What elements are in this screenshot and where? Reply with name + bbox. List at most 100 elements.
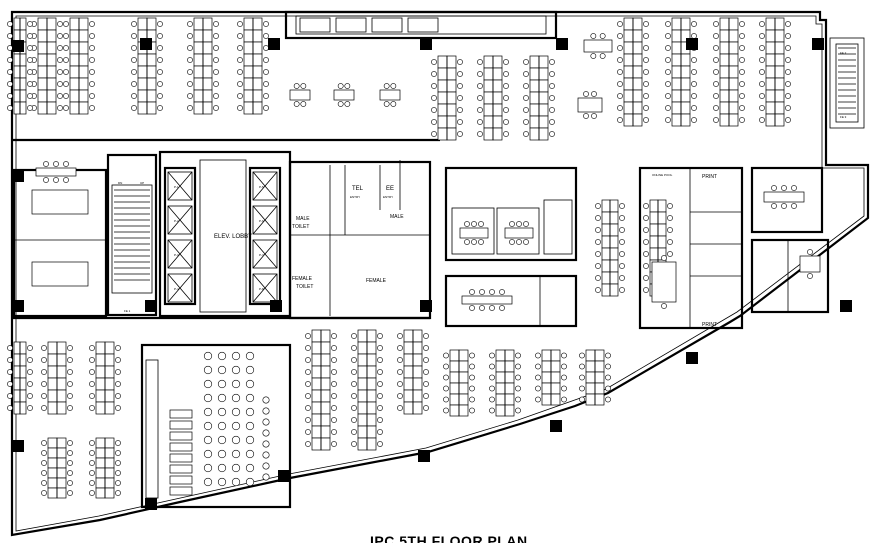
- workstation-desk: [483, 103, 494, 117]
- chair: [617, 57, 623, 63]
- chair: [115, 460, 121, 466]
- workstation-desk: [529, 67, 540, 81]
- chair: [397, 369, 403, 375]
- workstation-desk: [446, 79, 457, 93]
- workstation-desk: [56, 365, 67, 379]
- column: [686, 352, 698, 364]
- training-seat: [217, 435, 227, 445]
- workstation-desk: [320, 341, 331, 355]
- chair: [41, 393, 47, 399]
- chair: [89, 393, 95, 399]
- chair: [7, 405, 13, 411]
- workstation-desk: [56, 377, 67, 391]
- workstation-desk: [623, 53, 634, 67]
- workstation-desk: [19, 377, 27, 391]
- chair: [41, 490, 47, 496]
- chair: [305, 417, 311, 423]
- chair: [643, 263, 649, 269]
- chair: [67, 470, 73, 476]
- workstation-desk: [657, 223, 667, 237]
- workstation-desk: [458, 371, 469, 384]
- workstation-desk: [765, 41, 776, 55]
- chair: [7, 381, 13, 387]
- chair: [457, 83, 463, 89]
- workstation-desk: [311, 413, 322, 427]
- chair: [89, 21, 95, 27]
- chair: [377, 393, 383, 399]
- elevator-label: P-2: [174, 219, 179, 223]
- chair: [27, 69, 33, 75]
- exterior-wall: [10, 10, 870, 537]
- workstation-desk: [728, 53, 739, 67]
- workstation-desk: [632, 41, 643, 55]
- training-seat: [231, 449, 241, 459]
- workstation-desk: [69, 53, 80, 67]
- meeting-rooms-center: [444, 166, 578, 328]
- training-seat: [245, 477, 255, 487]
- workstation-desk: [95, 447, 106, 459]
- chair: [595, 263, 601, 269]
- chair: [785, 93, 791, 99]
- workstation-desk: [458, 349, 469, 362]
- chair: [579, 363, 585, 370]
- chair: [7, 45, 13, 51]
- workstation-desk: [719, 89, 730, 103]
- workstation-desk: [69, 41, 80, 55]
- workstation-desk: [623, 113, 634, 127]
- workstation-desk: [719, 113, 730, 127]
- workstation-desk: [601, 247, 611, 261]
- meeting-tables: [35, 39, 821, 496]
- chair: [237, 69, 243, 75]
- workstation-desk: [95, 467, 106, 479]
- chair: [262, 473, 270, 481]
- workstation-desk: [550, 349, 561, 362]
- chair: [759, 21, 765, 27]
- workstation-desk: [46, 89, 57, 103]
- workstation-desk: [774, 17, 785, 31]
- workstation-desk: [193, 77, 204, 91]
- chair: [713, 93, 719, 99]
- chair: [619, 275, 625, 281]
- elevator-shafts: P-1P-2P-3P-4P-5P-6P-7P-8: [167, 171, 278, 303]
- chair: [469, 385, 475, 392]
- workstation-desk: [403, 353, 414, 367]
- chair: [67, 357, 73, 363]
- chair: [759, 57, 765, 63]
- chair: [115, 369, 121, 375]
- workstation-desk: [78, 41, 89, 55]
- chair: [187, 21, 193, 27]
- chair: [713, 21, 719, 27]
- chair: [643, 69, 649, 75]
- workstation-desk: [357, 437, 368, 451]
- chair: [397, 405, 403, 411]
- elevator-cross: [167, 205, 193, 235]
- chair: [431, 71, 437, 77]
- training-seat: [245, 351, 255, 361]
- chair: [691, 93, 697, 99]
- workstation-desk: [403, 389, 414, 403]
- training-desk: [169, 464, 193, 474]
- workstation-desk: [146, 101, 157, 115]
- workstation-desk: [550, 393, 561, 406]
- chair: [549, 71, 555, 77]
- chair: [213, 105, 219, 111]
- office-chairs: [7, 21, 813, 496]
- chair: [477, 131, 483, 137]
- chair: [535, 374, 541, 381]
- chair: [477, 83, 483, 89]
- workstation-desk: [449, 371, 460, 384]
- training-seat: [231, 435, 241, 445]
- chair: [489, 305, 495, 311]
- workstation-desk: [632, 113, 643, 127]
- chair: [67, 369, 73, 375]
- workstation-desk: [601, 223, 611, 237]
- workstation-desk: [495, 371, 506, 384]
- chair: [67, 450, 73, 456]
- chair: [691, 57, 697, 63]
- workstation-desk: [37, 89, 48, 103]
- workstation-desk: [95, 487, 106, 499]
- workstation-desk: [632, 29, 643, 43]
- workstation-desk: [104, 341, 115, 355]
- chair: [523, 95, 529, 101]
- chair: [41, 345, 47, 351]
